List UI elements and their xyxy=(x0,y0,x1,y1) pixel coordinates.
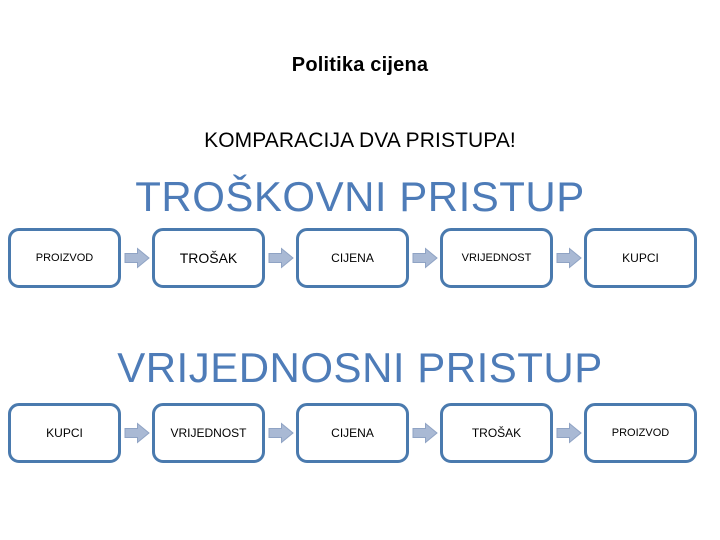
flow-step-box[interactable]: TROŠAK xyxy=(440,403,553,463)
arrow-right-icon xyxy=(556,422,582,444)
section-heading-vrijednosni: VRIJEDNOSNI PRISTUP xyxy=(117,344,603,391)
flow-step-label: VRIJEDNOST xyxy=(170,426,247,440)
flow-diagram-vrijednosni: KUPCI VRIJEDNOST CIJENA TROŠAK xyxy=(8,402,712,464)
flow-arrow xyxy=(553,403,584,463)
flow-step-label: VRIJEDNOST xyxy=(461,251,532,264)
flow-diagram-troskovni: PROIZVOD TROŠAK CIJENA VRIJEDNOST xyxy=(8,227,712,289)
flow-step-box[interactable]: TROŠAK xyxy=(152,228,265,288)
slide-subtitle: KOMPARACIJA DVA PRISTUPA! xyxy=(204,129,516,152)
flow-step-box[interactable]: CIJENA xyxy=(296,228,409,288)
flow-step-label: CIJENA xyxy=(331,426,374,440)
flow-step-label: KUPCI xyxy=(622,251,659,265)
flow-arrow xyxy=(409,403,440,463)
arrow-right-icon xyxy=(412,247,438,269)
flow-step-label: PROIZVOD xyxy=(611,426,670,439)
flow-step-box[interactable]: KUPCI xyxy=(584,228,697,288)
flow-step-box[interactable]: KUPCI xyxy=(8,403,121,463)
flow-arrow xyxy=(121,403,152,463)
arrow-right-icon xyxy=(268,422,294,444)
flow-arrow xyxy=(409,228,440,288)
arrow-right-icon xyxy=(124,247,150,269)
flow-step-box[interactable]: PROIZVOD xyxy=(584,403,697,463)
flow-step-box[interactable]: VRIJEDNOST xyxy=(440,228,553,288)
flow-step-label: TROŠAK xyxy=(179,250,238,266)
flow-arrow xyxy=(553,228,584,288)
arrow-right-icon xyxy=(124,422,150,444)
flow-step-box[interactable]: CIJENA xyxy=(296,403,409,463)
page-title: Politika cijena xyxy=(291,54,429,76)
flow-step-label: TROŠAK xyxy=(471,426,522,440)
flow-arrow xyxy=(121,228,152,288)
section-heading-troskovni: TROŠKOVNI PRISTUP xyxy=(135,173,585,220)
flow-step-box[interactable]: VRIJEDNOST xyxy=(152,403,265,463)
flow-arrow xyxy=(265,228,296,288)
flow-step-label: CIJENA xyxy=(331,251,374,265)
arrow-right-icon xyxy=(556,247,582,269)
flow-step-label: KUPCI xyxy=(46,426,83,440)
flow-step-label: PROIZVOD xyxy=(35,251,94,264)
flow-step-box[interactable]: PROIZVOD xyxy=(8,228,121,288)
flow-arrow xyxy=(265,403,296,463)
arrow-right-icon xyxy=(268,247,294,269)
arrow-right-icon xyxy=(412,422,438,444)
